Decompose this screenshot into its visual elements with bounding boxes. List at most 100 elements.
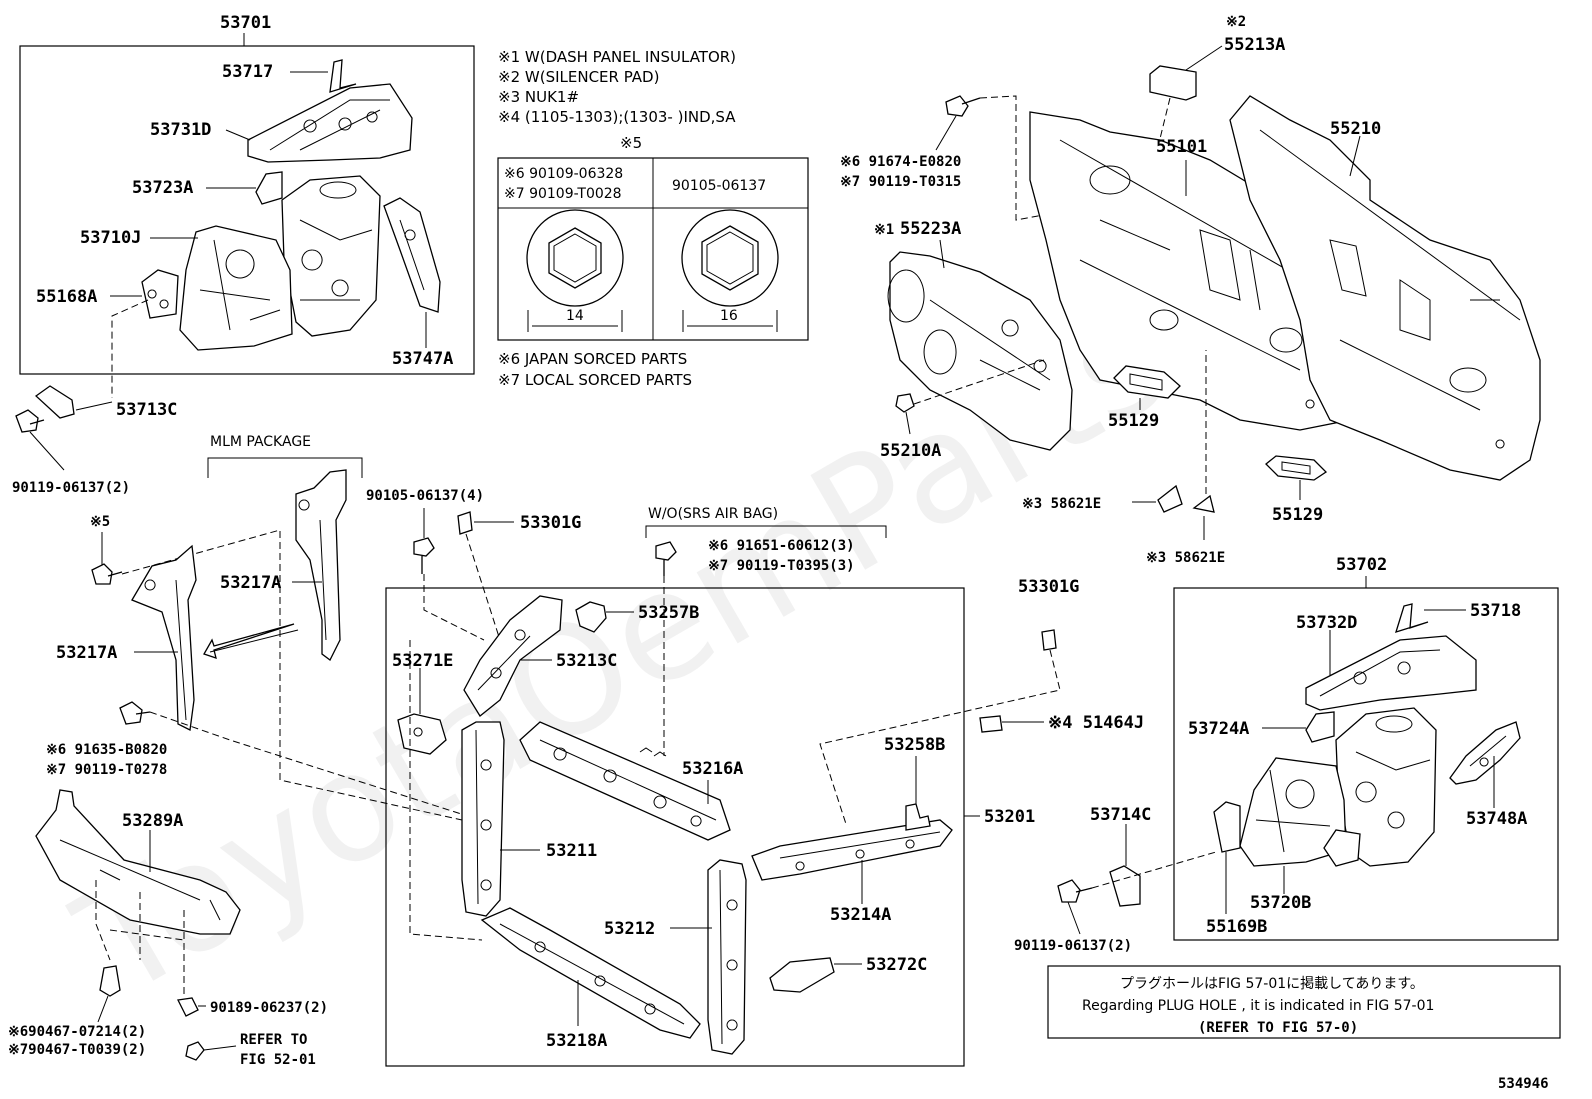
part-55210A	[895, 393, 915, 413]
part-clip-90189	[177, 997, 199, 1017]
label-53747A: 53747A	[392, 349, 453, 369]
part-bolt-91635	[119, 701, 151, 725]
label-55223A: 55223A	[900, 219, 961, 239]
part-53217A	[131, 544, 197, 731]
label-53257B: 53257B	[638, 603, 699, 623]
note-4: ※4 (1105-1303);(1303- )IND,SA	[498, 108, 736, 126]
part-bolt-90119-06137-right	[1057, 879, 1093, 903]
part-53732D	[1305, 635, 1477, 711]
part-53723A	[255, 171, 283, 205]
label-mlm-package: MLM PACKAGE	[210, 434, 311, 450]
part-bolt-90119-06137-left	[15, 409, 45, 433]
part-53718	[1395, 603, 1429, 633]
part-bolt-91651	[655, 541, 677, 576]
part-51464J	[979, 715, 1003, 733]
part-strut-tower	[281, 175, 381, 337]
part-53717	[329, 59, 357, 93]
plug-hole-note-jp: プラグホールはFIG 57-01に掲載してあります。	[1120, 976, 1424, 992]
note-1: ※1 W(DASH PANEL INSULATOR)	[498, 48, 736, 66]
label-53272C: 53272C	[866, 955, 927, 975]
size-16: 16	[720, 308, 738, 324]
label-55213A-ref: ※2	[1226, 14, 1246, 30]
part-53301G-a	[457, 511, 473, 535]
label-53732D: 53732D	[1296, 613, 1357, 633]
label-90467-07214: ※690467-07214(2)	[8, 1024, 146, 1040]
plug-hole-note-box	[1047, 965, 1561, 1039]
plug-hole-note-en: Regarding PLUG HOLE , it is indicated in…	[1082, 998, 1434, 1014]
label-90189-06237: 90189-06237(2)	[210, 1000, 328, 1016]
label-90467-T0039: ※790467-T0039(2)	[8, 1042, 146, 1058]
note-2: ※2 W(SILENCER PAD)	[498, 68, 659, 86]
label-53218A: 53218A	[546, 1031, 607, 1051]
label-53717: 53717	[222, 62, 273, 82]
part-53216A	[519, 721, 731, 841]
label-55129-a: 55129	[1108, 411, 1159, 431]
part-clip-90467	[99, 965, 121, 997]
table-cell-a1: ※6 90109-06328	[504, 166, 623, 182]
part-55129-b	[1265, 455, 1328, 481]
part-bolt-refer	[185, 1041, 205, 1061]
label-53212: 53212	[604, 919, 655, 939]
refer-to-1: REFER TO	[240, 1032, 307, 1048]
label-55168A: 55168A	[36, 287, 97, 307]
diagram-id: 534946	[1498, 1076, 1549, 1092]
label-53714C: 53714C	[1090, 805, 1151, 825]
part-55168A	[141, 269, 179, 319]
label-91635-B0820: ※6 91635-B0820	[46, 742, 167, 758]
part-53714C	[1109, 865, 1141, 907]
part-53211	[461, 721, 505, 917]
label-53718: 53718	[1470, 601, 1521, 621]
label-53289A: 53289A	[122, 811, 183, 831]
label-53211: 53211	[546, 841, 597, 861]
direction-arrow	[203, 623, 295, 659]
label-90119-06137-left: 90119-06137(2)	[12, 480, 130, 496]
part-53289A	[35, 789, 241, 935]
label-53301G-b: 53301G	[1018, 577, 1079, 597]
label-53213C: 53213C	[556, 651, 617, 671]
part-53731D	[247, 83, 413, 163]
label-53720B: 53720B	[1250, 893, 1311, 913]
part-53713C	[34, 385, 75, 419]
label-55169B: 55169B	[1206, 917, 1267, 937]
label-53702: 53702	[1336, 555, 1387, 575]
label-53271E: 53271E	[392, 651, 453, 671]
note-3: ※3 NUK1#	[498, 88, 579, 106]
part-53272C	[769, 957, 835, 993]
part-bracket-right-lower	[1323, 829, 1361, 867]
label-53731D: 53731D	[150, 120, 211, 140]
label-53701: 53701	[220, 13, 271, 33]
label-91674-E0820: ※6 91674-E0820	[840, 154, 961, 170]
table-cell-a2: ※7 90109-T0028	[504, 186, 622, 202]
label-53301G-a: 53301G	[520, 513, 581, 533]
label-58621E-b: ※3 58621E	[1146, 550, 1225, 566]
note-5: ※5	[620, 134, 642, 152]
part-53217A-mlm	[295, 469, 347, 661]
label-90119-T0278: ※7 90119-T0278	[46, 762, 167, 778]
part-55223A	[889, 251, 1073, 451]
plug-hole-note-ref: (REFER TO FIG 57-0)	[1198, 1020, 1358, 1036]
note-7: ※7 LOCAL SORCED PARTS	[498, 371, 692, 389]
label-53201: 53201	[984, 807, 1035, 827]
part-53710J	[179, 225, 293, 351]
part-53301G-b	[1041, 629, 1057, 651]
note-6: ※6 JAPAN SORCED PARTS	[498, 350, 687, 368]
part-58621E-b	[1192, 494, 1215, 513]
label-55210: 55210	[1330, 119, 1381, 139]
label-90105-06137: 90105-06137(4)	[366, 488, 484, 504]
label-55223A-ref: ※1	[874, 222, 894, 238]
part-55213A	[1149, 65, 1197, 101]
label-53217A: 53217A	[56, 643, 117, 663]
label-53258B: 53258B	[884, 735, 945, 755]
part-53213C	[463, 595, 563, 717]
refer-to-2: FIG 52-01	[240, 1052, 316, 1068]
label-53216A: 53216A	[682, 759, 743, 779]
label-53217A-mlm: 53217A	[220, 573, 281, 593]
label-51464J: ※4 51464J	[1048, 713, 1144, 733]
part-bolt-90105	[413, 537, 435, 574]
label-55129-b: 55129	[1272, 505, 1323, 525]
label-55101: 55101	[1156, 137, 1207, 157]
group-box-53701	[19, 45, 475, 375]
label-55213A: 55213A	[1224, 35, 1285, 55]
label-53748A: 53748A	[1466, 809, 1527, 829]
